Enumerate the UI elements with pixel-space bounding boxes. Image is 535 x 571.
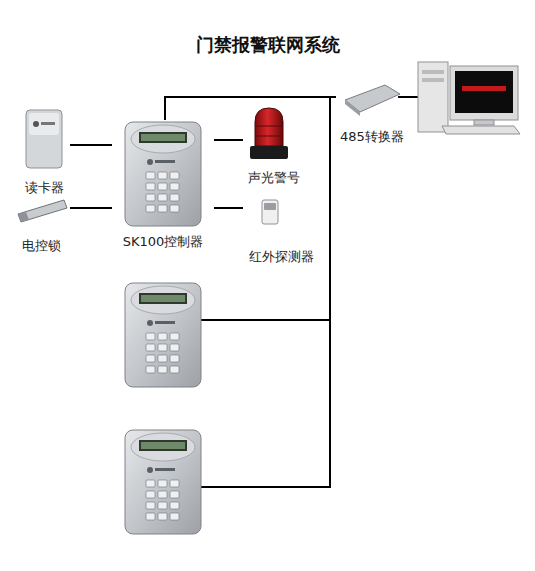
card-reader-icon [26,110,62,168]
infrared-detector-icon [262,200,278,224]
title: 门禁报警联网系统 [196,34,340,55]
siren-icon [250,108,288,159]
infrared-detector: 红外探测器 [243,195,320,265]
controller: SK100控制器 [112,120,214,250]
wire [165,97,336,120]
card-reader: 读卡器 [18,108,70,196]
electric-lock-icon [18,212,29,222]
device-label: 485转换器 [339,129,405,145]
computer-icon [455,71,513,113]
rs485-converter: 485转换器 [336,82,408,145]
converter-icon [345,85,400,116]
siren: 声光警号 [243,104,305,186]
device-label: 声光警号 [247,170,301,186]
card-reader-icon [29,113,59,135]
electric-lock-icon [18,200,67,222]
bus-wiring [201,97,418,488]
title-bar: 门禁报警联网系统 [0,33,535,57]
siren-icon [250,146,288,159]
converter-icon [345,100,360,116]
computer-icon [450,66,518,120]
bus-wiring [201,319,331,321]
bus-wiring [329,97,331,488]
controller-unit [125,122,201,226]
controller-unit [125,283,201,387]
siren-icon [255,126,283,127]
computer-icon [422,70,444,74]
computer-icon [474,120,494,125]
bus-wiring [398,96,418,98]
infrared-detector-icon [264,203,276,210]
card-reader-icon [41,122,55,125]
wire [70,207,112,209]
wire [214,139,243,141]
card-reader-icon [33,121,39,127]
device-label: 红外探测器 [248,249,315,265]
wire [214,207,243,209]
computer-icon [418,62,520,134]
computer-icon [442,126,520,134]
electric-lock: 电控锁 [12,196,70,254]
controller-unit [125,430,201,534]
device-label: 电控锁 [21,238,62,254]
card-reader-icon [26,110,62,168]
computer-icon [418,62,448,132]
computer-icon [462,86,506,91]
siren-icon [255,136,283,137]
device-label: SK100控制器 [122,234,205,250]
bus-wiring [201,486,331,488]
siren-icon [255,108,283,146]
wire [70,144,112,146]
device-label: 读卡器 [24,180,65,196]
electric-lock-icon [18,200,67,222]
computer-icon [422,78,444,82]
infrared-detector-icon [262,200,278,224]
